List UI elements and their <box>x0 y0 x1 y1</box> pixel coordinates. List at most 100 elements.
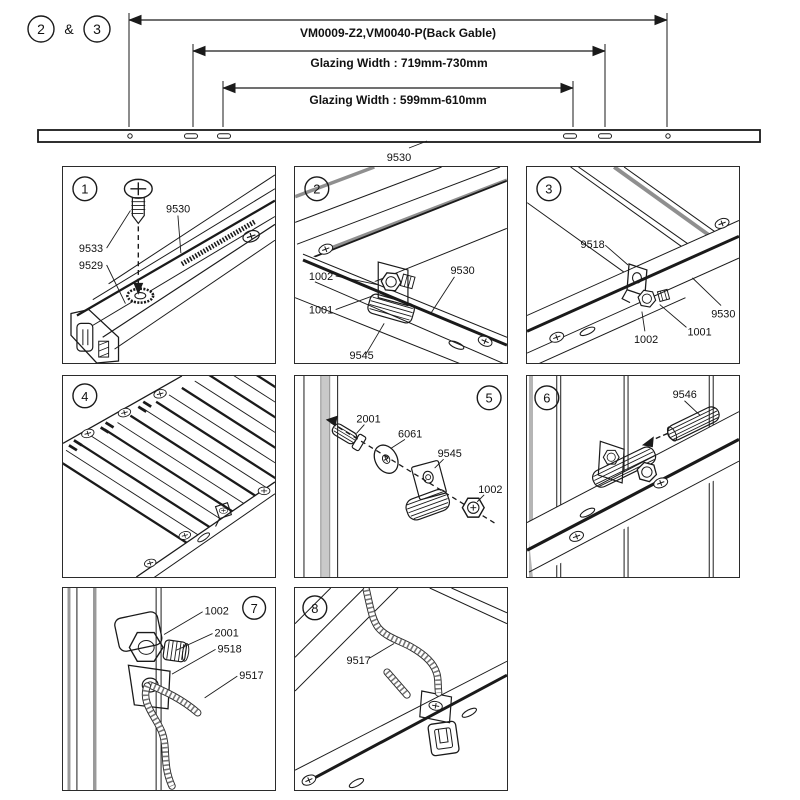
glazing-panel-drawing <box>295 167 507 283</box>
part-label-9518: 9518 <box>218 643 242 655</box>
part-labels: 9546 <box>673 389 701 416</box>
part-label-9546: 9546 <box>673 389 697 401</box>
step-7-illustration: 1002 2001 9518 9517 7 <box>67 588 267 790</box>
washer-6061 <box>373 444 399 474</box>
step-number: 8 <box>311 601 318 616</box>
part-label-9518: 9518 <box>581 239 605 251</box>
dimension-label-inner: Glazing Width : 599mm-610mm <box>309 93 486 107</box>
clip-9545-barrel <box>405 488 451 521</box>
glazing-bars-drawing <box>527 167 718 274</box>
step-4-illustration: 4 <box>63 376 275 577</box>
part-label-9533: 9533 <box>79 243 103 255</box>
step-panel-7: 1002 2001 9518 9517 7 <box>62 587 276 791</box>
panel-edges <box>63 376 275 577</box>
exploded-fasteners <box>325 415 498 526</box>
part-label-1001: 1001 <box>309 305 333 317</box>
part-label-6061: 6061 <box>398 428 422 440</box>
step-number: 3 <box>545 182 552 197</box>
slatted-panel-drawing <box>63 376 275 577</box>
part-label-1002: 1002 <box>309 271 333 283</box>
dimension-header: 2 & 3 VM0009-Z2,VM0040-P(Back Gable) Gla… <box>27 13 761 164</box>
part-label-2001: 2001 <box>215 628 239 640</box>
step-number: 6 <box>543 391 550 406</box>
dimension-line-outer: VM0009-Z2,VM0040-P(Back Gable) <box>128 13 668 127</box>
dimension-label-middle: Glazing Width : 719mm-730mm <box>310 56 487 70</box>
rail-9530-drawing <box>295 241 507 363</box>
step-panel-3: 9518 9530 1001 1002 3 <box>526 166 740 364</box>
clip-9545 <box>411 460 447 501</box>
step-ref-2: 2 <box>37 21 45 37</box>
step-number-circle <box>304 176 330 202</box>
post-drawing <box>67 588 162 790</box>
step-number: 2 <box>313 182 320 197</box>
step-number: 7 <box>251 601 258 616</box>
step-number-circle <box>72 176 98 202</box>
step-number-circle <box>534 385 560 411</box>
bracket-assembly <box>367 261 416 324</box>
dimension-label-outer: VM0009-Z2,VM0040-P(Back Gable) <box>300 26 496 40</box>
part-label-9545: 9545 <box>350 350 374 362</box>
part-labels: 2001 6061 9545 1002 <box>356 414 502 503</box>
post-drawing <box>303 376 339 577</box>
step-6-illustration: 9546 6 <box>527 376 739 577</box>
tab-9518-assembly <box>621 263 671 309</box>
profile-bar-9530: 9530 <box>37 129 761 164</box>
part-label-1002: 1002 <box>205 606 229 618</box>
part-label-9530: 9530 <box>450 265 474 277</box>
part-labels: 9517 <box>347 643 395 667</box>
step-reference-badges: 2 & 3 <box>27 15 111 43</box>
part-label-1001: 1001 <box>687 326 711 338</box>
part-label-2001: 2001 <box>356 414 380 426</box>
part-label-9530-bar: 9530 <box>387 152 411 164</box>
step-number-circle <box>72 383 98 409</box>
rail-drawing <box>527 411 739 577</box>
step-number: 5 <box>486 391 493 406</box>
cord-9517-drawing <box>362 588 460 757</box>
part-label-1002: 1002 <box>478 484 502 496</box>
step-8-illustration: 9517 8 <box>295 588 507 789</box>
cord-clip <box>427 720 460 757</box>
step-number-circle <box>302 595 328 621</box>
part-labels: 1002 1001 9545 9530 <box>309 265 475 362</box>
step-panel-5: 2001 6061 9545 1002 5 <box>294 375 508 578</box>
part-label-9529: 9529 <box>79 260 103 272</box>
dimension-line-inner: Glazing Width : 599mm-610mm <box>222 81 574 127</box>
dimension-line-middle: Glazing Width : 719mm-730mm <box>192 44 606 127</box>
frame-corner-drawing <box>70 174 275 363</box>
ampersand: & <box>64 21 74 37</box>
step-panel-8: 9517 8 <box>294 587 508 791</box>
bolt-2001 <box>331 423 367 452</box>
rail-drawing <box>295 660 507 789</box>
part-labels: 1002 2001 9518 9517 <box>163 606 264 699</box>
part-label-9517: 9517 <box>347 655 371 667</box>
step-1-illustration: 9533 9529 9530 1 <box>70 174 275 363</box>
rod-9546 <box>641 406 720 448</box>
knob-2001 <box>162 639 190 663</box>
step-ref-3: 3 <box>93 21 101 37</box>
nut-1002 <box>128 631 164 662</box>
step-number-circle <box>536 176 562 202</box>
wingnut-assembly <box>114 611 202 790</box>
part-label-9530: 9530 <box>166 204 190 216</box>
part-labels: 9533 9529 9530 <box>79 204 190 304</box>
step-number: 1 <box>81 182 88 197</box>
inserted-rod <box>592 446 657 488</box>
step-5-illustration: 2001 6061 9545 1002 5 <box>303 376 502 577</box>
step-2-illustration: 1002 1001 9545 9530 2 <box>295 167 507 363</box>
step-number: 4 <box>81 389 88 404</box>
step-panel-1: 9533 9529 9530 1 <box>62 166 276 364</box>
part-label-9517: 9517 <box>239 670 263 682</box>
nut-1002 <box>461 497 485 518</box>
screw-9533 <box>123 178 153 295</box>
part-label-1002: 1002 <box>634 334 658 346</box>
part-labels: 9518 9530 1001 1002 <box>581 239 736 346</box>
step-number-circle <box>242 595 267 620</box>
step-number-circle <box>476 385 502 411</box>
bracket-assembly <box>592 440 660 488</box>
step-panel-6: 9546 6 <box>526 375 740 578</box>
step-panel-2: 1002 1001 9545 9530 2 <box>294 166 508 364</box>
part-label-9545: 9545 <box>438 448 462 460</box>
step-3-illustration: 9518 9530 1001 1002 3 <box>527 167 739 363</box>
step-panel-4: 4 <box>62 375 276 578</box>
